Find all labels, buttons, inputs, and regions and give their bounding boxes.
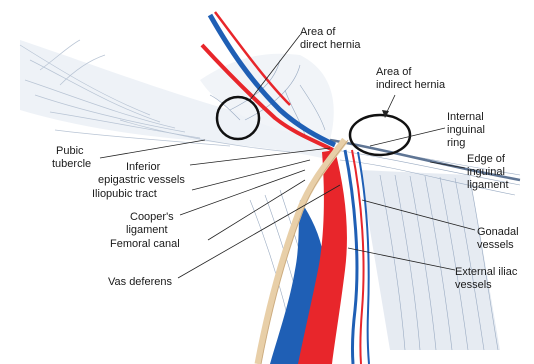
label-direct-hernia: Area of direct hernia	[300, 26, 361, 51]
label-femoral-canal: Femoral canal	[110, 238, 180, 250]
label-coopers-ligament: Cooper's ligament	[126, 211, 177, 236]
label-iliopubic-tract: Iliopubic tract	[92, 188, 157, 200]
psoas-muscle	[360, 170, 500, 350]
label-gonadal-vessels: Gonadal vessels	[477, 226, 522, 251]
label-pubic-tubercle: Pubic tubercle	[52, 145, 91, 170]
label-indirect-hernia: Area of indirect hernia	[376, 66, 446, 91]
label-internal-ring: Internal inguinal ring	[447, 111, 488, 149]
label-vas-deferens: Vas deferens	[108, 276, 173, 288]
label-external-iliac: External iliac vessels	[455, 266, 520, 291]
label-inguinal-ligament: Edge of inguinal ligament	[467, 153, 509, 191]
label-inferior-epigastric: Inferior epigastric vessels	[98, 161, 185, 186]
